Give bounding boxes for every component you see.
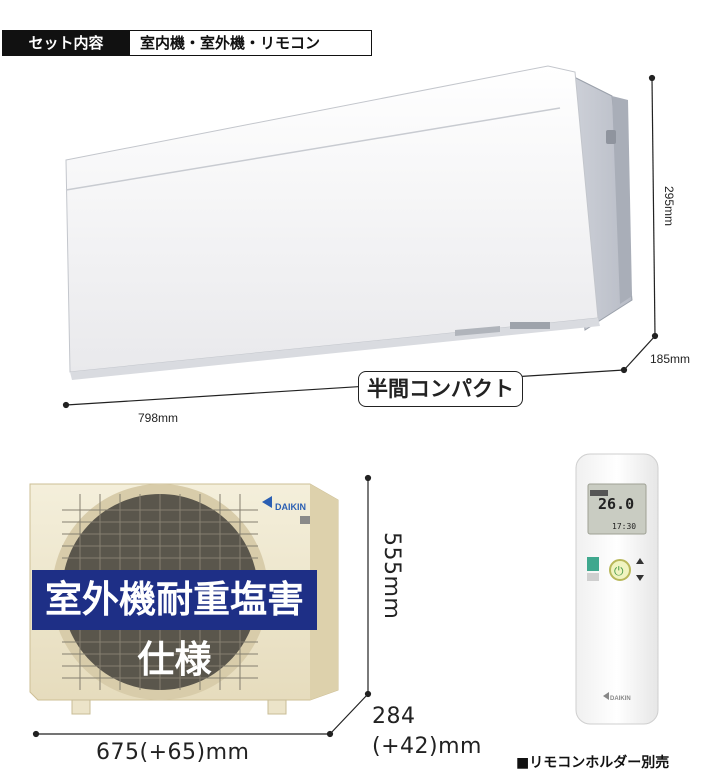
- remote-temp-display: 26.0: [598, 495, 634, 513]
- indoor-depth-label: 185mm: [650, 352, 691, 366]
- set-contents-label: セット内容: [2, 30, 130, 56]
- outdoor-height-label: 555mm: [379, 532, 404, 620]
- set-contents-value: 室内機・室外機・リモコン: [130, 30, 372, 56]
- outdoor-dimension-lines: [32, 474, 372, 738]
- remote-control: 26.0 17:30 ⏻ DAIKIN: [575, 453, 659, 725]
- outdoor-logo: DAIKIN: [275, 502, 306, 512]
- indoor-height-label: 295mm: [662, 186, 676, 227]
- remote-time-display: 17:30: [612, 522, 636, 531]
- svg-text:⏻: ⏻: [614, 564, 624, 578]
- indoor-width-label: 798mm: [138, 411, 179, 425]
- outdoor-depth-label-1: 284: [372, 704, 416, 729]
- remote-holder-note: ■リモコンホルダー別売: [516, 755, 670, 771]
- outdoor-width-label: 675(+65)mm: [96, 740, 250, 765]
- outdoor-depth-label-2: (+42)mm: [372, 734, 482, 759]
- salt-damage-banner: 室外機耐重塩害仕様: [32, 570, 317, 681]
- outdoor-unit: DAIKIN: [29, 483, 339, 715]
- indoor-unit: [65, 65, 633, 380]
- compact-badge: 半間コンパクト: [358, 371, 523, 407]
- remote-logo: DAIKIN: [610, 696, 631, 702]
- indoor-dimension-lines: [62, 74, 659, 409]
